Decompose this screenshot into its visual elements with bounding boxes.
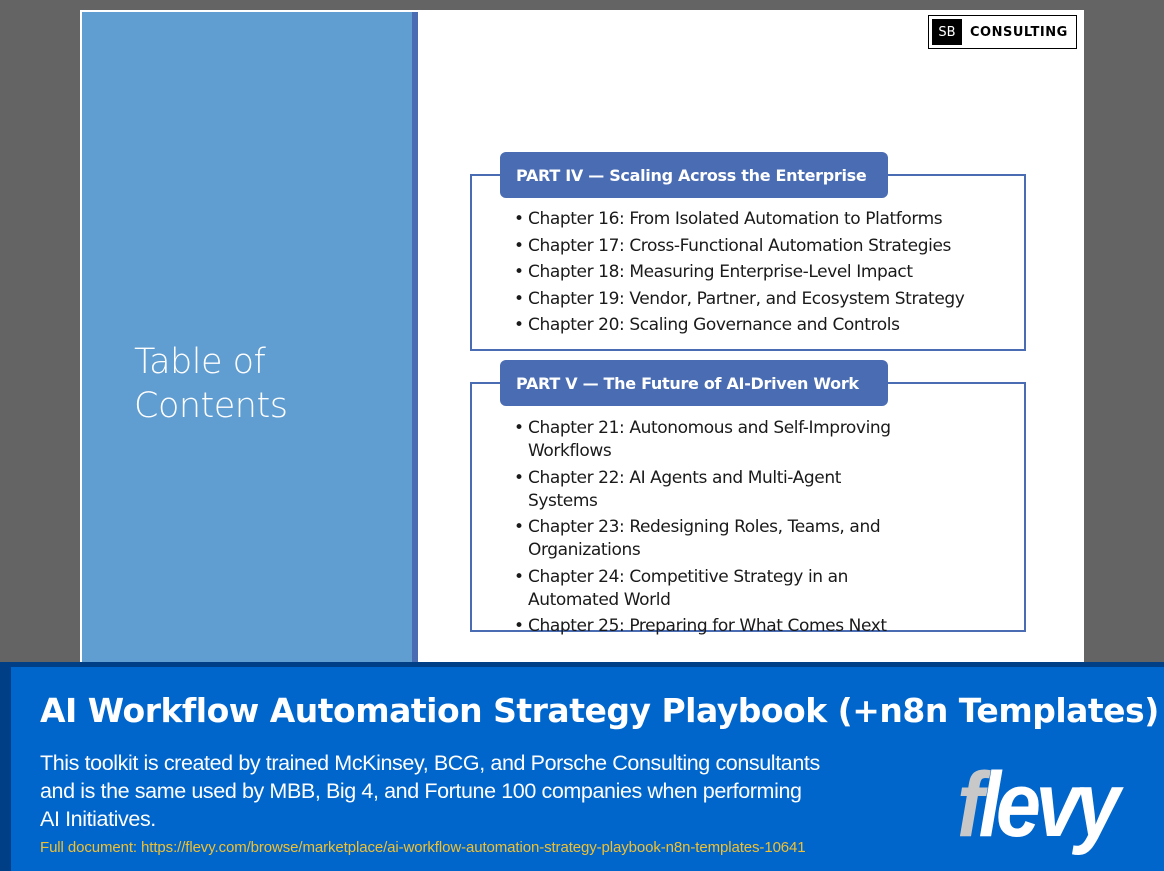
chapter-item: •Chapter 21: Autonomous and Self-Improvi… [514, 418, 891, 461]
left-panel: Table of Contents [82, 12, 412, 672]
logo-label: CONSULTING [970, 24, 1068, 40]
chapter-item: •Chapter 23: Redesigning Roles, Teams, a… [514, 517, 881, 560]
chapter-item: •Chapter 24: Competitive Strategy in an … [514, 566, 849, 610]
part-v-header: PART V — The Future of AI-Driven Work [500, 360, 888, 406]
part-v-chapter-list: •Chapter 21: Autonomous and Self-Improvi… [514, 417, 914, 642]
part-iv-box: PART IV — Scaling Across the Enterprise … [470, 152, 1026, 351]
promo-banner: AI Workflow Automation Strategy Playbook… [0, 662, 1164, 871]
toc-title: Table of Contents [134, 340, 394, 428]
promo-banner-body: AI Workflow Automation Strategy Playbook… [11, 667, 1164, 871]
part-iv-chapter-list: •Chapter 16: From Isolated Automation to… [514, 208, 1014, 341]
chapter-item: •Chapter 18: Measuring Enterprise-Level … [514, 262, 913, 282]
chapter-item: •Chapter 16: From Isolated Automation to… [514, 209, 943, 229]
part-iv-header: PART IV — Scaling Across the Enterprise [500, 152, 888, 198]
chapter-item: •Chapter 19: Vendor, Partner, and Ecosys… [514, 288, 965, 309]
chapter-item: •Chapter 25: Preparing for What Comes Ne… [514, 616, 887, 636]
left-panel-stripe [412, 12, 418, 672]
document-title-text: AI Workflow Automation Strategy Playbook… [40, 691, 1159, 730]
chapter-item: •Chapter 20: Scaling Governance and Cont… [514, 315, 900, 335]
chapter-item: •Chapter 17: Cross-Functional Automation… [514, 235, 951, 256]
chapter-item: •Chapter 22: AI Agents and Multi-Agent S… [514, 467, 841, 511]
part-v-box: PART V — The Future of AI-Driven Work •C… [470, 360, 1026, 636]
slide: Table of Contents SB CONSULTING PART IV … [80, 10, 1084, 672]
full-document-link[interactable]: Full document: https://flevy.com/browse/… [40, 839, 806, 856]
document-description: This toolkit is created by trained McKin… [40, 751, 820, 831]
logo-box: SB [932, 19, 962, 45]
document-title: AI Workflow Automation Strategy Playbook… [40, 691, 1164, 731]
flevy-logo[interactable]: flevy [957, 754, 1120, 856]
sb-consulting-logo: SB CONSULTING [928, 15, 1077, 49]
toc-title-line1: Table of [134, 342, 266, 382]
toc-title-line2: Contents [134, 386, 288, 426]
